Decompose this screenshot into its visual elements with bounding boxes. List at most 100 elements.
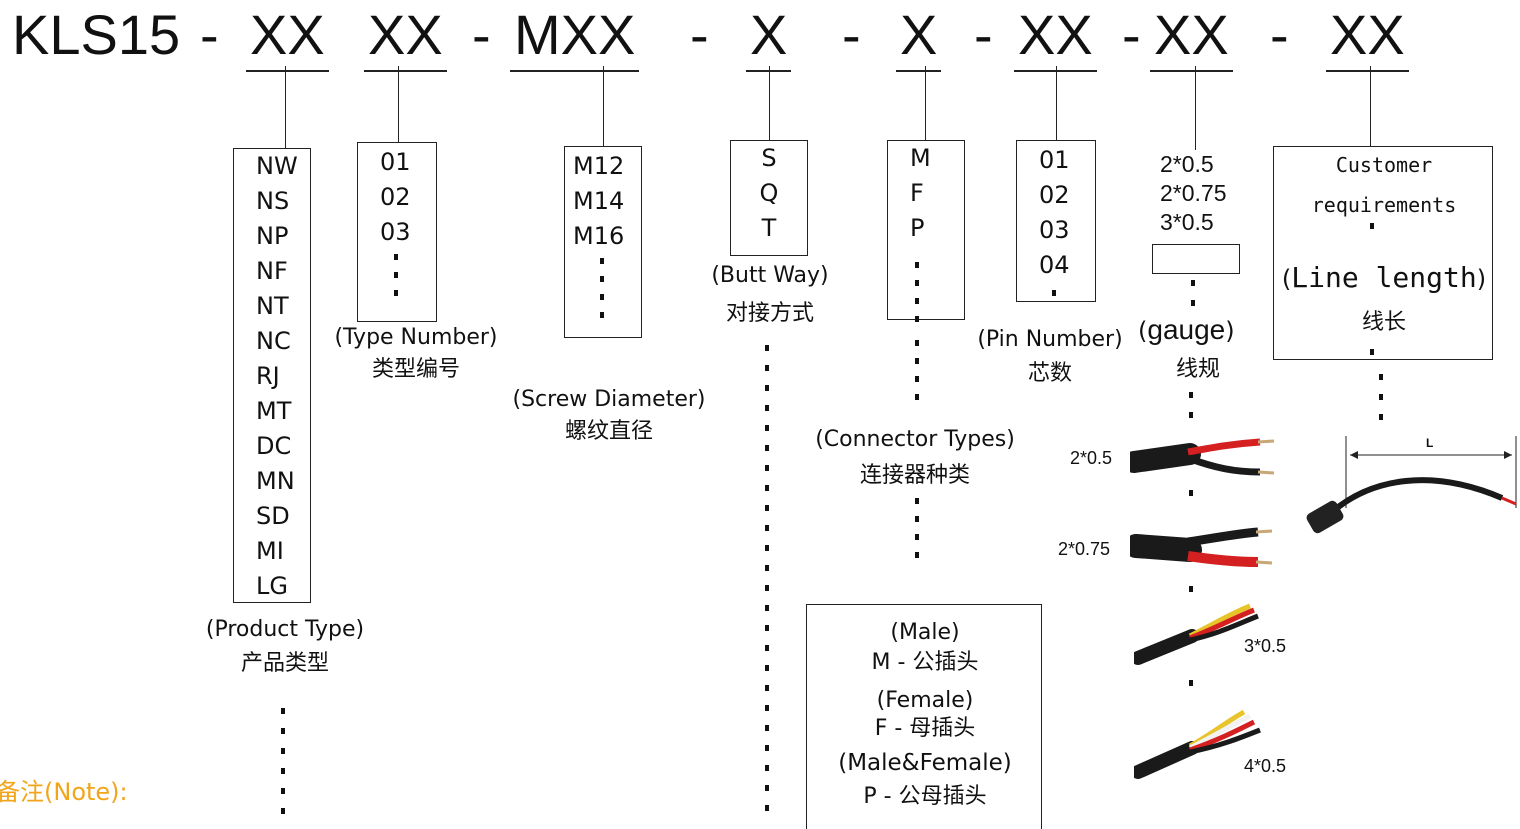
gauge-item: 2*0.75 [1160, 180, 1227, 206]
connector-type-item: F [910, 179, 924, 207]
title-dash: - [1122, 3, 1141, 66]
title-dash: - [200, 3, 219, 66]
cable-label: 3*0.5 [1244, 636, 1287, 656]
cable-label: 2*0.5 [1070, 448, 1113, 468]
product-type-item: NW [256, 152, 298, 180]
legend-female-en: (Female) [876, 688, 974, 713]
dotted-line [1052, 290, 1056, 310]
pin-number-item: 04 [1039, 251, 1070, 279]
screw-diameter-item: M12 [573, 152, 625, 180]
product-type-item: MI [256, 537, 284, 565]
dotted-line [1370, 349, 1374, 369]
title-dash: - [974, 3, 993, 66]
product-type-item: SD [256, 502, 290, 530]
dotted-line [915, 340, 919, 414]
gauge-entry-box [1152, 244, 1240, 274]
connector-line [769, 66, 770, 140]
cable-2x075-picture [1130, 527, 1273, 567]
connector-line [1370, 66, 1371, 148]
butt-way-item: T [761, 214, 777, 242]
connector-line [285, 66, 286, 148]
connector-legend-box: (Male) M - 公插头 (Female) F - 母插头 (Male&Fe… [806, 604, 1042, 829]
screw-diameter-label-en: (Screw Diameter) [512, 387, 706, 412]
cable-3x05-picture [1134, 603, 1259, 665]
dotted-line [394, 254, 398, 310]
dotted-line [1189, 586, 1193, 606]
screw-diameter-item: M14 [573, 187, 625, 215]
product-type-item: MN [256, 467, 295, 495]
title-prefix: KLS15 [12, 3, 181, 66]
butt-way-label-en: (Butt Way) [711, 263, 829, 288]
pin-number-item: 02 [1039, 181, 1070, 209]
type-number-item: 02 [380, 183, 411, 211]
legend-male-female-en: (Male&Female) [838, 750, 1012, 776]
dotted-line [765, 345, 769, 825]
pin-number-label-cn: 芯数 [1027, 361, 1072, 386]
product-type-item: RJ [256, 362, 280, 390]
title-dash: - [472, 3, 491, 66]
dotted-line [1189, 680, 1193, 700]
line-length-customer: Customer [1335, 153, 1433, 177]
line-length-label-cn: 线长 [1361, 310, 1406, 335]
line-length-requirements: requirements [1311, 193, 1457, 217]
title-dash: - [690, 3, 709, 66]
cable-label: 2*0.75 [1058, 539, 1111, 559]
type-number-label-en: (Type Number) [334, 325, 498, 350]
dotted-line [281, 708, 285, 828]
dotted-line [1191, 280, 1195, 320]
product-type-item: NS [256, 187, 290, 215]
type-number-item: 03 [380, 218, 411, 246]
code-connector-type: X [896, 0, 942, 72]
connector-line [1195, 66, 1196, 150]
line-length-box: Customer requirements (Line length) 线长 [1273, 146, 1493, 360]
cable-4x05-picture [1134, 709, 1261, 779]
connector-line [1056, 66, 1057, 140]
code-line-length: XX [1326, 0, 1409, 72]
screw-diameter-label-cn: 螺纹直径 [564, 419, 653, 444]
connector-type-item: P [910, 214, 925, 242]
connector-type-item: M [910, 144, 931, 172]
type-number-item: 01 [380, 148, 411, 176]
dotted-line [1189, 490, 1193, 510]
connector-line [398, 66, 399, 142]
product-type-item: NF [256, 257, 288, 285]
gauge-item: 2*0.5 [1160, 151, 1214, 177]
pin-number-box: 01 02 03 04 [1016, 140, 1096, 302]
type-number-label-cn: 类型编号 [371, 357, 460, 382]
product-type-box: NW NS NP NF NT NC RJ MT DC MN SD MI LG [233, 148, 311, 603]
dotted-line [915, 262, 919, 336]
connector-types-label-cn: 连接器种类 [859, 463, 970, 488]
dotted-line [1370, 223, 1374, 243]
butt-way-label-cn: 对接方式 [725, 301, 814, 326]
line-length-cable-picture [1306, 436, 1517, 534]
code-pin-number: XX [1014, 0, 1097, 72]
legend-male-en: (Male) [890, 620, 960, 645]
connector-line [603, 66, 604, 146]
pin-number-item: 03 [1039, 216, 1070, 244]
title-dash: - [842, 3, 861, 66]
legend-male-female-cn: P - 公母插头 [863, 784, 987, 809]
connector-line [925, 66, 926, 140]
butt-way-item: Q [759, 179, 779, 207]
gauge-item: 3*0.5 [1160, 209, 1214, 235]
gauge-list: 2*0.5 2*0.75 3*0.5 [1160, 150, 1227, 237]
product-type-item: MT [256, 397, 292, 425]
product-type-label-en: (Product Type) [205, 617, 365, 642]
screw-diameter-item: M16 [573, 222, 625, 250]
dotted-line [915, 498, 919, 570]
product-type-item: NC [256, 327, 291, 355]
note-label: 备注(Note): [0, 778, 128, 806]
code-screw-diameter: MXX [510, 0, 640, 72]
code-product-type: XX [246, 0, 329, 72]
code-gauge: XX [1150, 0, 1233, 72]
code-butt-way: X [746, 0, 792, 72]
title-dash: - [1270, 3, 1289, 66]
product-type-item: LG [256, 572, 288, 600]
product-type-item: NT [256, 292, 289, 320]
dotted-line [1379, 374, 1383, 434]
legend-male-cn: M - 公插头 [871, 650, 979, 675]
dotted-line [600, 258, 604, 332]
product-type-item: DC [256, 432, 292, 460]
cable-2x05-picture [1130, 438, 1275, 476]
